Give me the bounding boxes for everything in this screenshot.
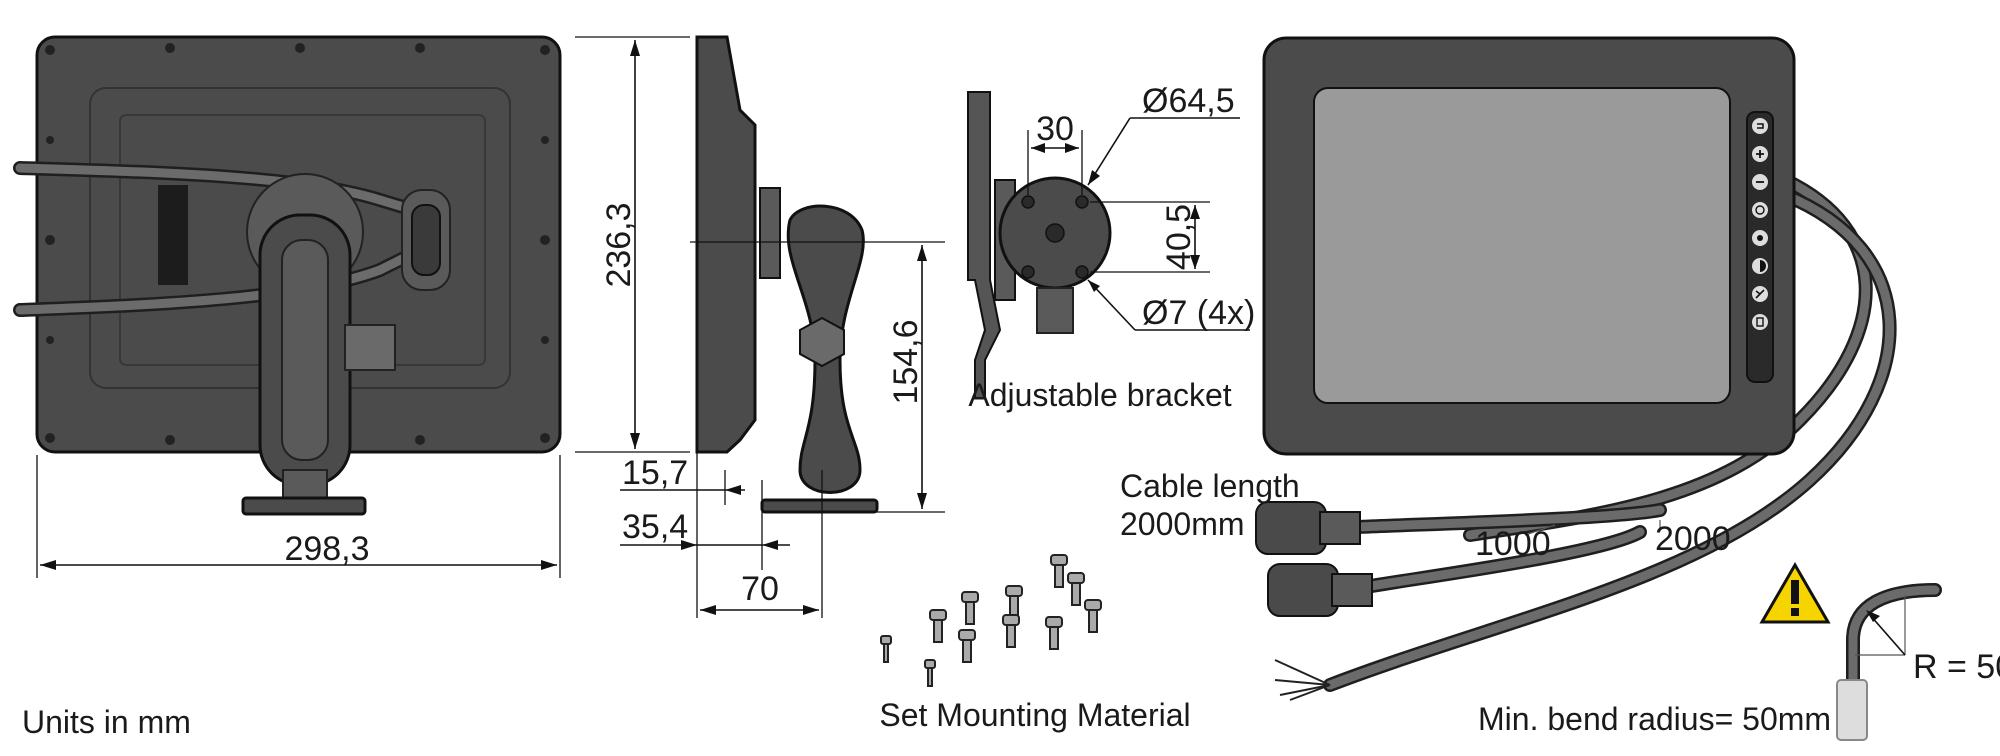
open-wires [1274,659,1331,701]
front-screen [1313,87,1731,404]
minus-icon[interactable] [1752,174,1768,190]
units-caption: Units in mm [22,704,191,740]
plus-icon[interactable] [1752,146,1768,162]
front-buttons [1752,118,1768,330]
rear-mount-knob [344,324,396,371]
rear-mount-base [241,496,367,516]
bracket-diameter-label: Ø64,5 [1142,82,1235,120]
bracket-caption: Adjustable bracket [968,377,1231,413]
bend-connector [1836,679,1868,741]
rear-screws [45,43,550,445]
cable-2-length-label: 2000 [1655,520,1731,558]
cable-length-caption-line2: 2000mm [1120,506,1245,542]
bracket-holes [1021,195,1089,279]
side-housing [695,35,757,454]
bracket-spacing-h-label: 30 [1036,110,1074,148]
fan-icon[interactable] [1752,286,1768,302]
front-view: 1000 2000 Cable length 2000mm [1120,36,1897,701]
rear-view: 298,3 [13,35,562,578]
bend-caption: Min. bend radius= 50mm [1478,701,1831,737]
power-icon[interactable] [1752,314,1768,330]
offset-large-label: 35,4 [622,508,688,546]
enter-icon[interactable] [1752,118,1768,134]
arm-height-dimension-label: 154,6 [887,319,925,404]
cable-length-caption-line1: Cable length [1120,468,1300,504]
bracket-spacing-v-label: 40,5 [1160,204,1198,270]
height-dimension-label: 236,3 [600,202,638,287]
side-view: 236,3 154,6 15,7 35,4 70 [575,35,945,618]
bracket-wall [967,91,1002,399]
mounting-material: Set Mounting Material [879,554,1191,733]
depth-dimension-label: 70 [741,570,779,608]
mounting-caption: Set Mounting Material [879,697,1190,733]
width-dimension-label: 298,3 [284,530,369,568]
mounting-screws [880,554,1102,687]
side-mount-base [760,498,879,514]
side-mount-bolt [799,316,845,368]
brightness-icon[interactable] [1752,230,1768,246]
bracket-hole-label: Ø7 (4x) [1142,294,1255,332]
rear-label-strip [158,185,188,285]
bend-radius: R = 50 Min. bend radius= 50mm [1478,562,2000,741]
bracket-view: 30 40,5 Ø64,5 Ø7 (4x) Adjustable bracket [967,82,1255,413]
contrast-icon[interactable] [1752,258,1768,274]
refresh-icon[interactable] [1752,202,1768,218]
bend-radius-label: R = 50 [1913,648,2000,686]
connector-2 [1267,563,1339,617]
cable-1-length-label: 1000 [1475,525,1551,563]
bracket-stub [1036,287,1074,334]
offset-small-label: 15,7 [622,454,688,492]
connector-1 [1255,501,1327,555]
